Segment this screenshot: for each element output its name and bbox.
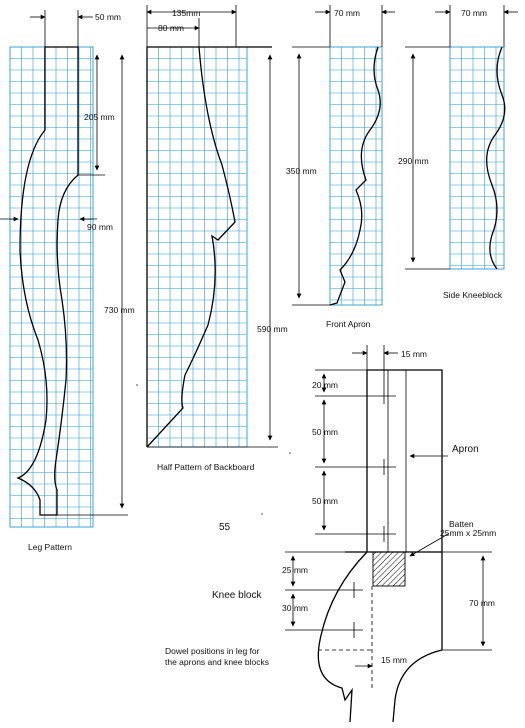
dim-e-label: 30 mm xyxy=(282,603,308,613)
dowel-marks-knee xyxy=(345,582,363,638)
leg-pattern-figure: 50 mm 205 mm 90 mm 730 mm Leg Pattern xyxy=(0,10,135,552)
side-kneeblock-figure: 70 mm 290 mm Side Kneeblock xyxy=(398,5,518,300)
kneeblock-grid xyxy=(450,47,504,269)
dim-a-label: 20 mm xyxy=(312,380,338,390)
backboard-caption: Half Pattern of Backboard xyxy=(157,462,255,472)
dim-c-label: 50 mm xyxy=(312,496,338,506)
backboard-height-label: 590 mm xyxy=(257,324,288,334)
backboard-grid xyxy=(147,47,247,447)
backboard-figure: 135mm 80 mm 590 mm Half Pattern of Backb… xyxy=(146,5,288,472)
apron-caption: Front Apron xyxy=(326,319,371,329)
dim-right-label: 70 mm xyxy=(469,598,495,608)
apron-outline xyxy=(329,46,381,306)
leg-top-height-label: 205 mm xyxy=(84,112,115,122)
stray-dot-3 xyxy=(289,452,291,454)
kneeblock-grid-frame xyxy=(449,46,505,270)
page-number: 55 xyxy=(219,522,231,533)
backboard-full-width-label: 135mm xyxy=(172,8,200,18)
apron-post-outline xyxy=(367,369,443,650)
dowel-note-line2: the aprons and knee blocks xyxy=(165,657,269,667)
leg-outline xyxy=(16,46,79,516)
dim-bottom-label: 15 mm xyxy=(381,655,407,665)
batten-block xyxy=(372,551,406,587)
apron-grid-frame xyxy=(329,46,383,306)
kneeblock-outline xyxy=(486,46,506,270)
dim-b-label: 50 mm xyxy=(312,427,338,437)
backboard-grid-frame xyxy=(146,46,248,448)
leg-top-width-label: 50 mm xyxy=(95,12,121,22)
kneeblock-caption: Side Kneeblock xyxy=(443,290,503,300)
leg-caption: Leg Pattern xyxy=(28,542,72,552)
dim-d-label: 25 mm xyxy=(282,565,308,575)
front-apron-figure: 70 mm 350 mm Front Apron xyxy=(286,5,395,329)
batten-leader xyxy=(409,533,449,557)
detail-top-width-label: 15 mm xyxy=(401,349,427,359)
apron-width-label: 70 mm xyxy=(334,8,360,18)
apron-height-label: 350 mm xyxy=(286,166,317,176)
leg-grid-frame xyxy=(9,46,94,528)
leg-total-height-label: 730 mm xyxy=(104,305,135,315)
kneeblock-height-label: 290 mm xyxy=(398,156,429,166)
dowel-detail-figure: Batten 25mm x 25mm 15 mm 20 mm 50 mm xyxy=(165,345,496,723)
dowel-marks-apron xyxy=(372,388,396,542)
apron-grid xyxy=(330,47,382,305)
knee-block-label: Knee block xyxy=(212,590,262,601)
dowel-note-line1: Dowel positions in leg for xyxy=(165,646,260,656)
stray-dot-1 xyxy=(136,384,138,386)
stray-dot-2 xyxy=(261,513,263,515)
apron-label: Apron xyxy=(452,444,479,455)
leg-mid-width-label: 90 mm xyxy=(87,222,113,232)
backboard-top-width-label: 80 mm xyxy=(158,23,184,33)
leg-grid xyxy=(10,47,93,527)
knee-block-outline xyxy=(317,551,443,723)
kneeblock-width-label: 70 mm xyxy=(461,8,487,18)
batten-label-2: 25mm x 25mm xyxy=(440,528,496,538)
batten-label-1: Batten xyxy=(449,519,474,529)
